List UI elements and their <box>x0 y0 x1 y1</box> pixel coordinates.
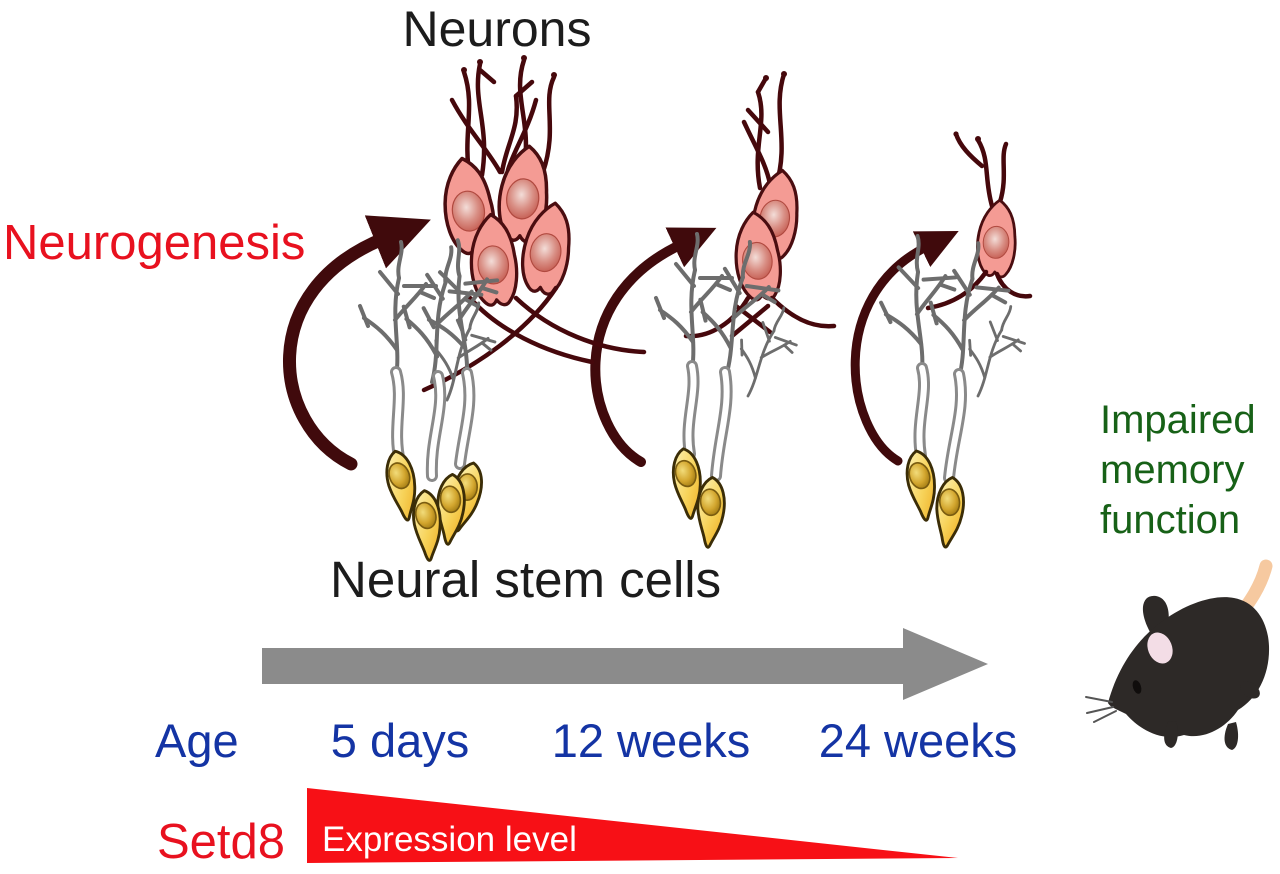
neuron-axons <box>925 269 1033 311</box>
tick-12-weeks: 12 weeks <box>552 714 751 767</box>
neuron-cell <box>973 197 1020 280</box>
mouse-whiskers <box>1085 696 1117 723</box>
neural-stem-cells-label: Neural stem cells <box>330 551 721 608</box>
mouse-illustration <box>1085 559 1273 750</box>
timeline-labels: Age 5 days 12 weeks 24 weeks <box>155 714 1017 767</box>
neurogenesis-arrow-stage-1 <box>283 215 431 471</box>
tick-5-days: 5 days <box>331 714 469 767</box>
stem-cell-cluster-3 <box>874 231 1036 550</box>
mouse-inner-ear <box>1147 632 1173 664</box>
impaired-memory-line-2: memory <box>1100 448 1244 492</box>
impaired-memory-label: Impaired memory function <box>1100 398 1256 542</box>
stem-cell-processes <box>913 362 968 484</box>
impaired-memory-line-1: Impaired <box>1100 398 1256 442</box>
mouse-front-paw <box>1164 721 1178 748</box>
neurogenesis-label: Neurogenesis <box>3 216 305 270</box>
neurons-title: Neurons <box>403 1 592 57</box>
neuron-cluster-3 <box>925 131 1033 311</box>
neuron-cluster-2 <box>683 71 837 339</box>
mouse-body <box>1108 597 1270 738</box>
neuron-dendrites <box>953 131 1009 209</box>
tick-24-weeks: 24 weeks <box>819 714 1018 767</box>
neuron-cluster-1 <box>421 55 647 393</box>
curved-arrow-icon <box>850 230 959 466</box>
impaired-memory-line-3: function <box>1100 498 1240 542</box>
timeline-arrow <box>262 628 988 700</box>
mouse-eye <box>1132 680 1142 694</box>
stem-cell-processes <box>390 366 476 482</box>
neurogenesis-arrow-stage-3 <box>850 230 959 466</box>
expression-level-label: Expression level <box>322 820 577 859</box>
stem-cell <box>931 474 968 550</box>
setd8-expression-triangle <box>307 788 958 863</box>
setd8-label: Setd8 <box>157 815 285 869</box>
neurogenesis-arrow-stage-2 <box>590 227 717 467</box>
mouse-rear-paw <box>1224 722 1239 750</box>
curved-arrow-icon <box>283 215 431 471</box>
stem-cell-cluster-1 <box>358 234 509 563</box>
age-label: Age <box>155 714 239 767</box>
curved-arrow-icon <box>590 227 717 467</box>
stem-cell-cluster-2 <box>654 232 809 550</box>
stem-cell-processes <box>682 360 733 482</box>
stem-cell <box>902 447 942 524</box>
mouse-hind-foot <box>1240 681 1260 699</box>
